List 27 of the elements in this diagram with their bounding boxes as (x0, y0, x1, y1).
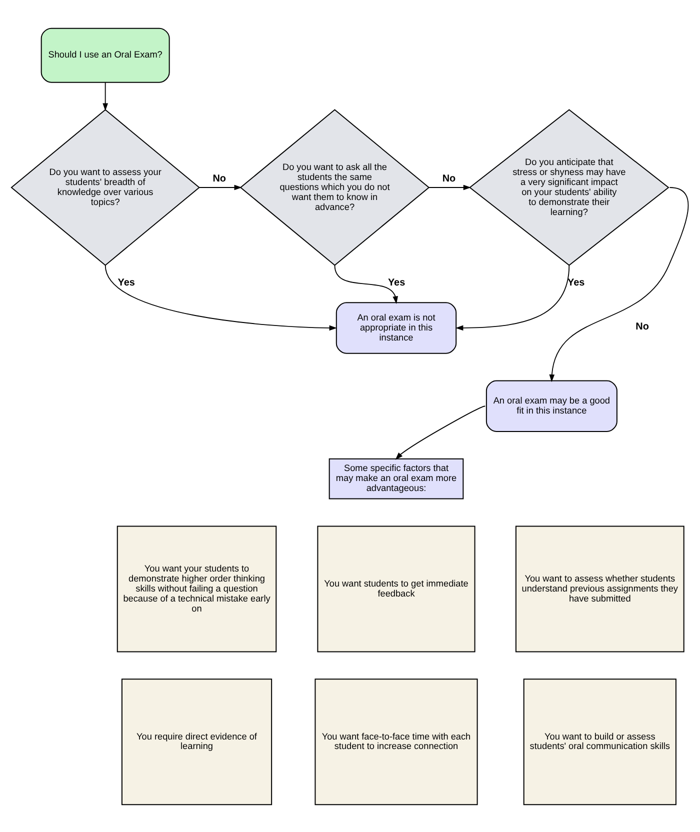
arrow (198, 184, 242, 190)
edge-label: Yes (388, 277, 406, 288)
node-box: You want to assess whether students understand previous assignments they have submitted (515, 525, 684, 652)
node-box: You require direct evidence of learning (121, 678, 272, 805)
node-box: You want face-to-face time with each student to increase connection (314, 678, 478, 805)
node-box: An oral exam may be a good fit in this instance (486, 380, 618, 432)
node-box: You want your students to demonstrate higher order thinking skills without failing a question because of a technical mistake early on (116, 525, 277, 652)
node-diamond: Do you want to assess your students' breadth of knowledge over various topics? (10, 108, 200, 266)
edge-label: No (212, 172, 226, 184)
node-box: Some specific factors that may make an oral exam more advantageous: (328, 458, 464, 499)
arrow (395, 405, 486, 460)
node-box: Should I use an Oral Exam? (40, 27, 170, 82)
arrow (428, 184, 472, 190)
edge-label: Yes (118, 277, 135, 288)
node-box: An oral exam is not appropriate in this instance (336, 302, 457, 354)
arrow (102, 82, 108, 110)
arrow (104, 264, 337, 330)
node-box: You want students to get immediate feedback (317, 525, 476, 652)
node-diamond: Do you want to ask all the students the same questions which you do not want them to know in advance? (240, 108, 430, 266)
edge-label: No (442, 172, 456, 184)
arrow (549, 186, 689, 382)
edge-label: Yes (567, 277, 585, 288)
node-diamond: Do you anticipate that stress or shyness may have a very significant impact on your students' ability to demonstrate their learning? (469, 108, 670, 266)
node-box: You want to build or assess students' oral communication skills (523, 678, 676, 805)
edge-label: No (636, 321, 649, 332)
arrow (456, 264, 570, 330)
arrow (334, 264, 398, 304)
